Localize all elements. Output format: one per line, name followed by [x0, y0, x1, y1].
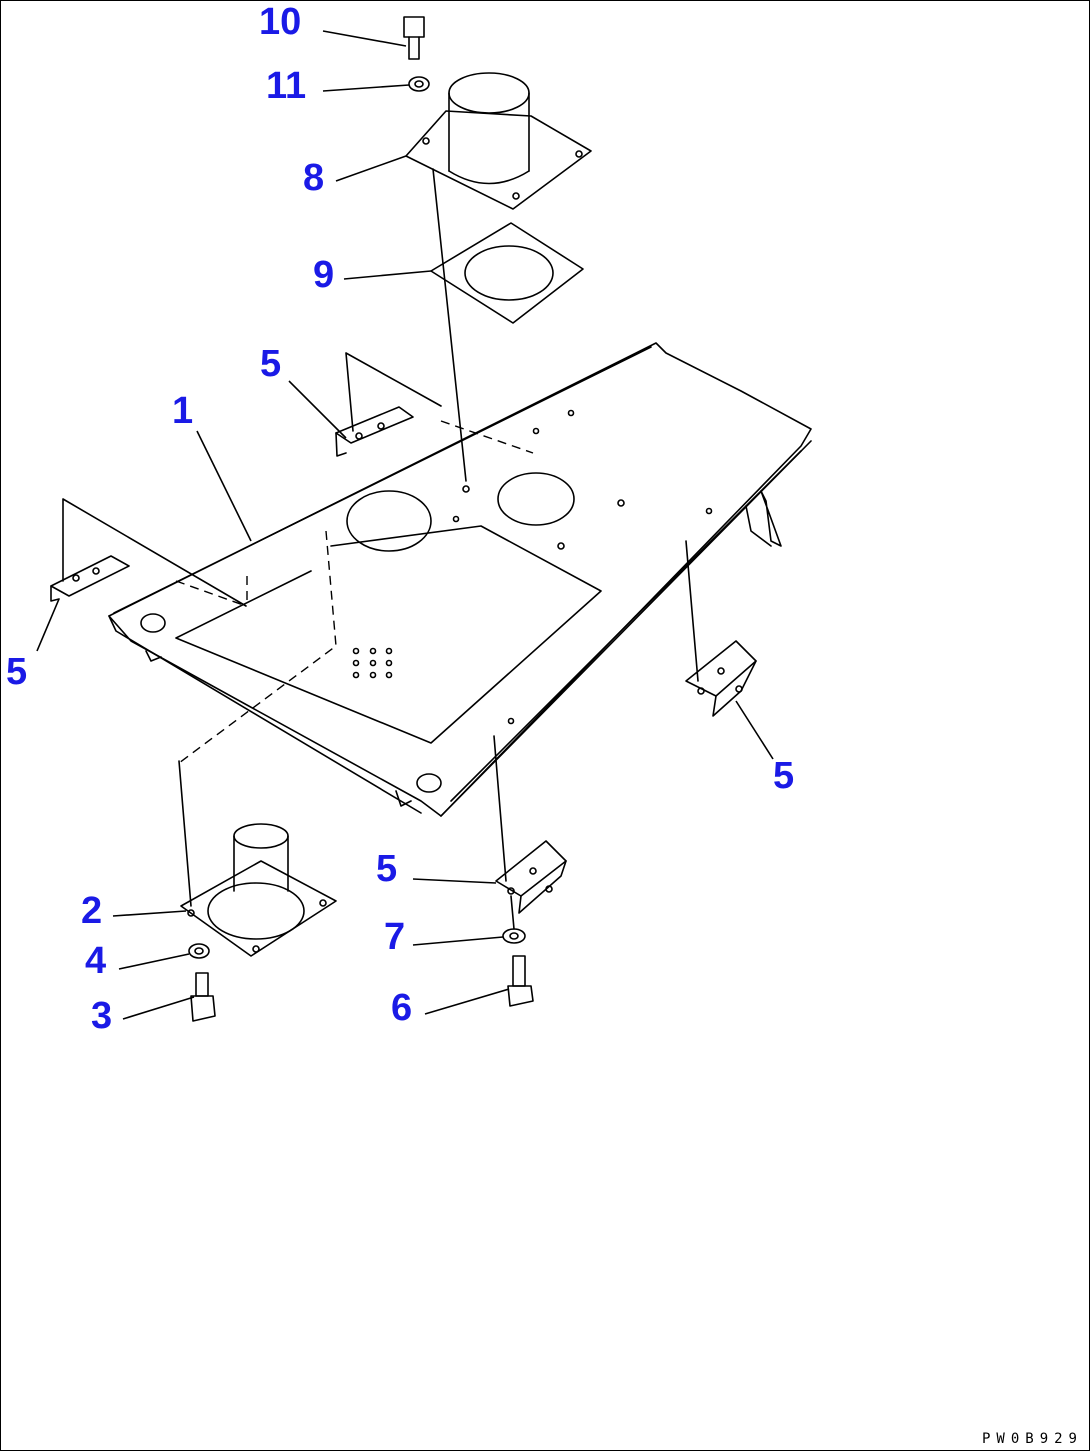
part-9-gasket	[430, 222, 584, 324]
callout-2: 2	[81, 890, 102, 932]
callout-6: 6	[391, 987, 412, 1029]
part-1-floor-frame	[108, 342, 812, 817]
callout-9: 9	[313, 254, 334, 296]
leader-lines	[36, 30, 774, 1020]
drawing-code-label: PW0B929	[981, 1431, 1083, 1447]
part-11-washer	[408, 76, 430, 92]
callout-11: 11	[266, 65, 306, 107]
part-5-bracket-lower	[493, 735, 567, 914]
part-4-washer	[188, 943, 210, 959]
part-2-axis-line	[178, 760, 192, 907]
callout-3: 3	[91, 995, 112, 1037]
callout-1: 1	[172, 390, 193, 432]
callouts: 10 11 8 9 5 1 5 5 5 2 7 4 6 3	[6, 1, 794, 1037]
callout-4: 4	[85, 940, 106, 982]
part-8-axis-line	[432, 168, 467, 482]
part-6-bolt	[507, 955, 534, 1007]
part-5-bracket-left	[50, 498, 247, 607]
assembly-dashed-lines	[175, 420, 534, 764]
part-10-bolt	[403, 16, 425, 60]
part-7-axis-line	[510, 895, 515, 930]
part-8-upper-boot	[405, 72, 592, 210]
part-2-lower-boot	[180, 823, 337, 957]
callout-5-lower: 5	[376, 848, 397, 890]
callout-8: 8	[303, 157, 324, 199]
callout-5-upper: 5	[260, 343, 281, 385]
part-3-bolt	[190, 972, 216, 1022]
frame-bolt-holes	[352, 409, 713, 725]
part-5-bracket-upper	[335, 352, 442, 457]
part-5-bracket-right	[685, 540, 757, 717]
part-7-washer	[502, 928, 526, 944]
callout-5-right: 5	[773, 755, 794, 797]
callout-7: 7	[384, 916, 405, 958]
callout-5-left: 5	[6, 651, 27, 693]
callout-10: 10	[259, 1, 301, 43]
